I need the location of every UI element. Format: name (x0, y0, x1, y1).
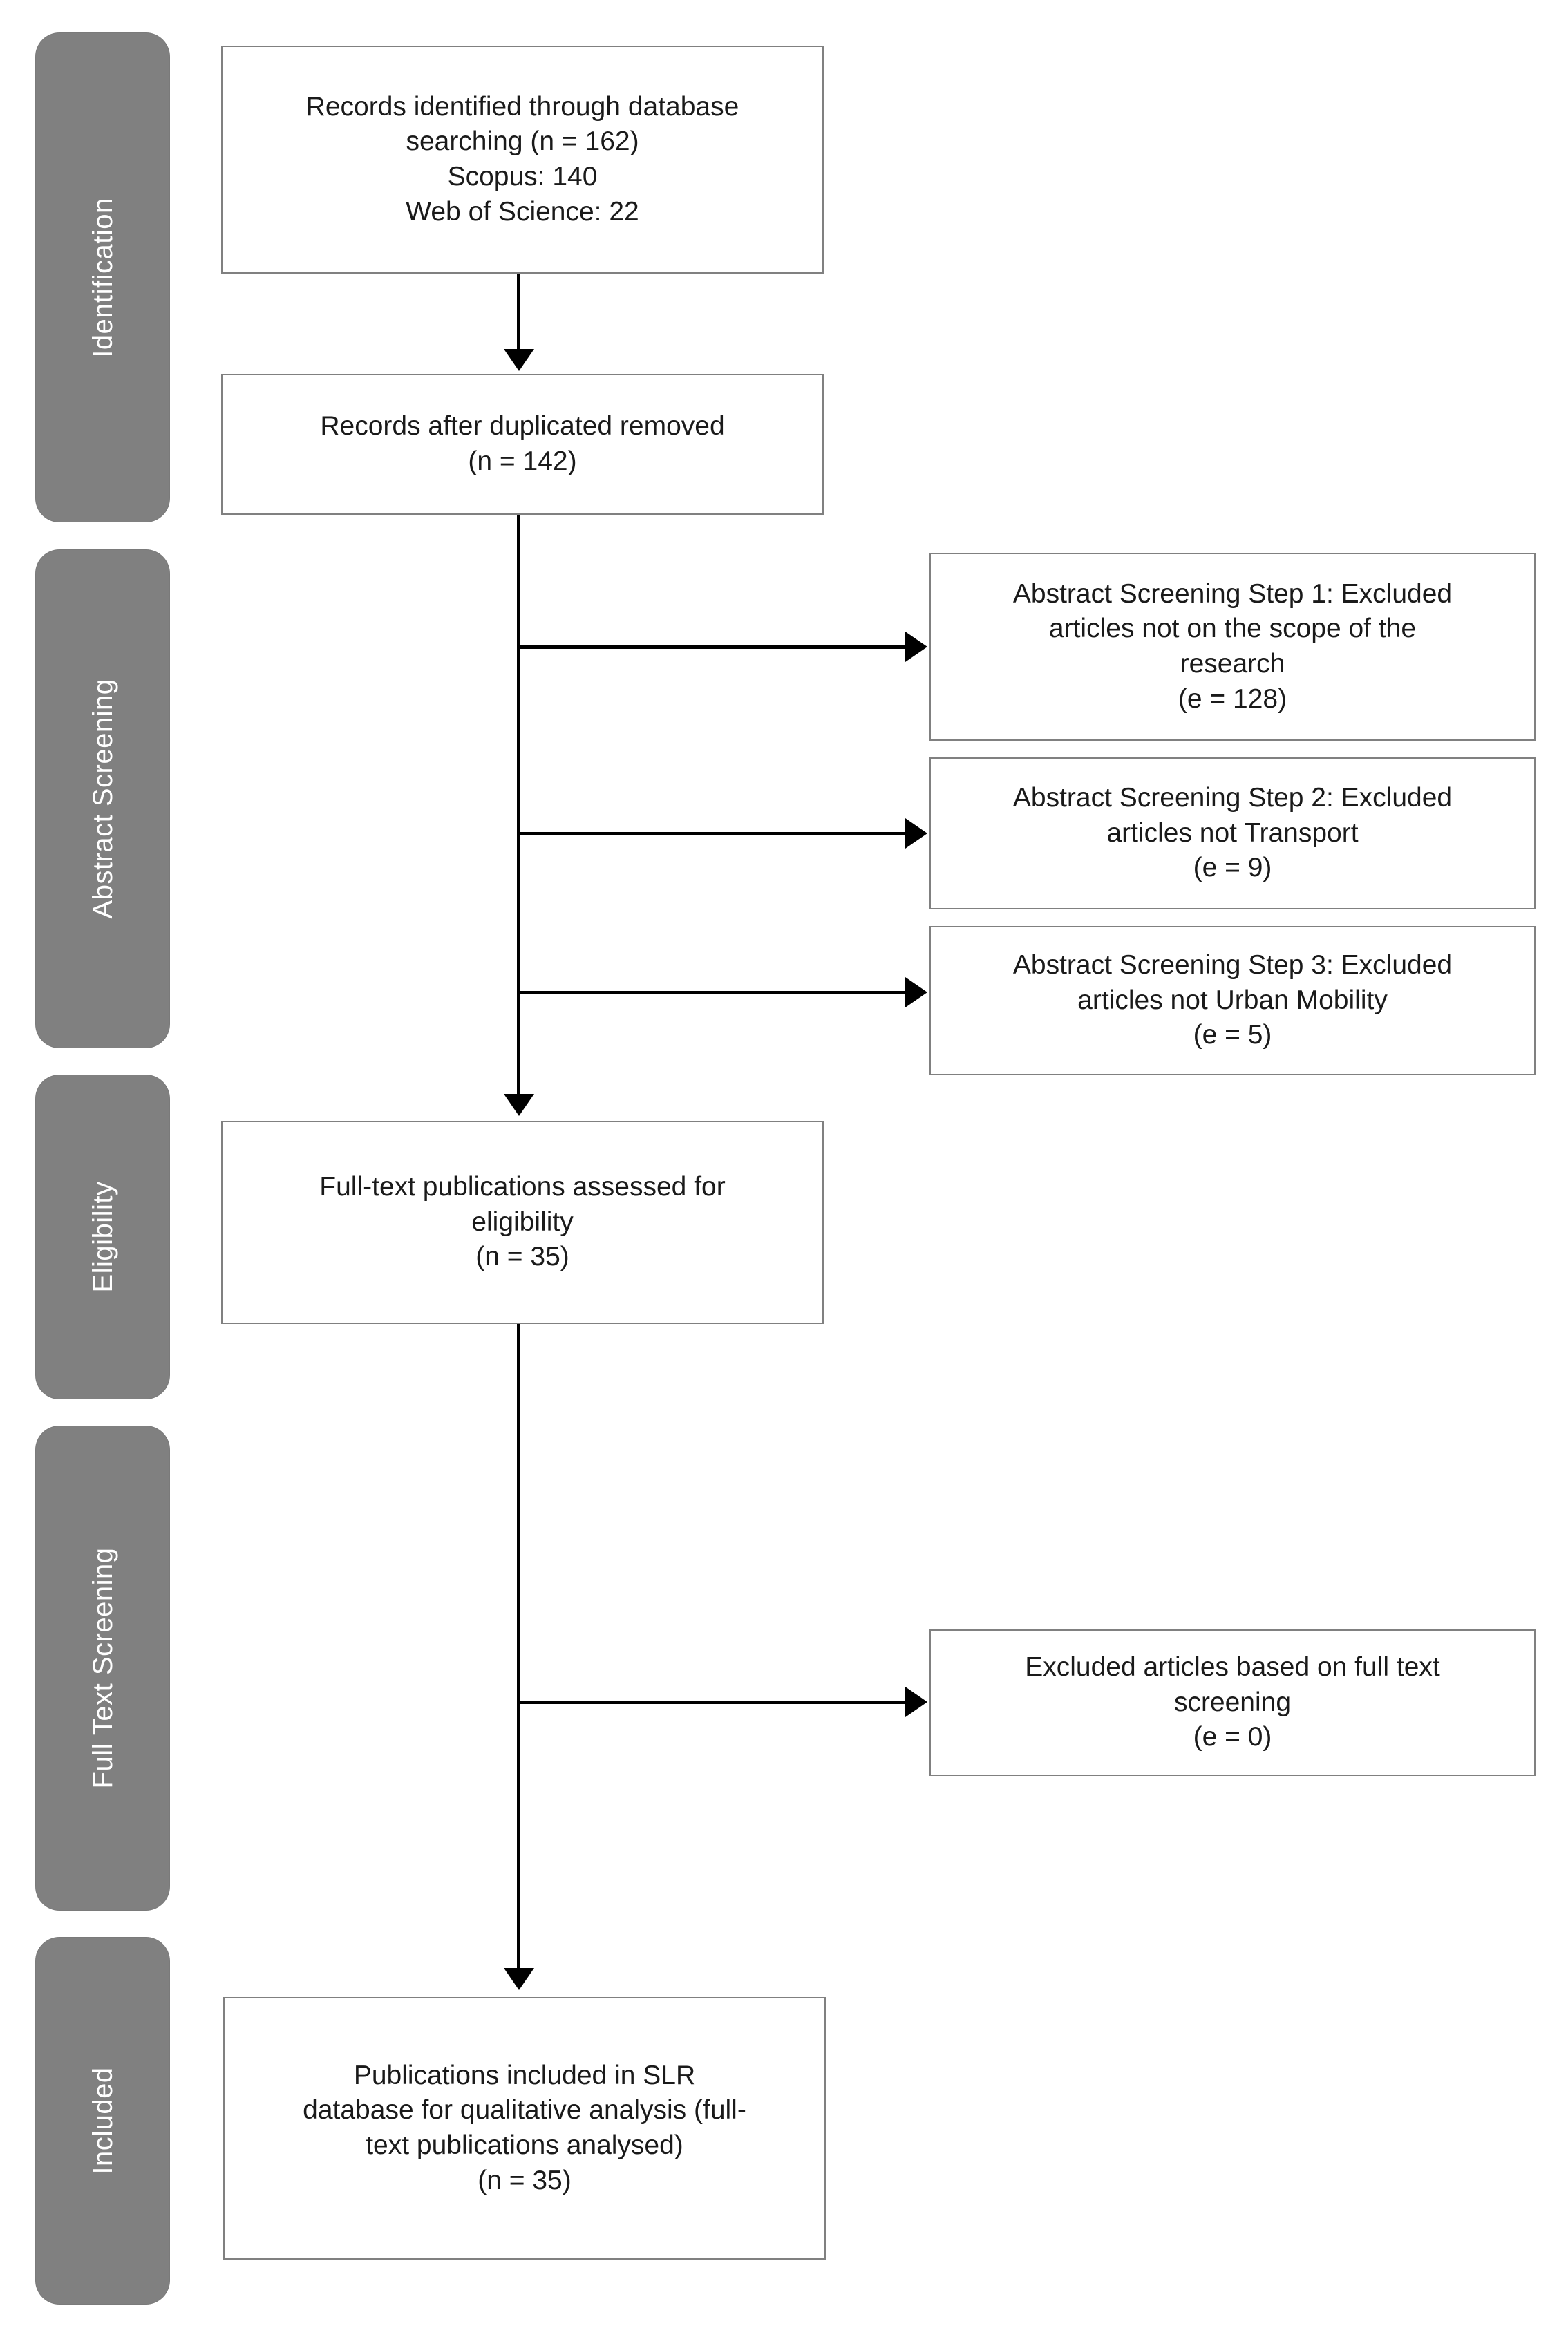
stage-label-identification: Identification (87, 197, 118, 358)
box-records-identified: Records identified through database sear… (221, 46, 824, 274)
connector-branch-step-2 (518, 832, 907, 835)
arrowhead-eligibility-to-included (504, 1968, 534, 1990)
box-records-after-duplicates-text: Records after duplicated removed (n = 14… (320, 411, 725, 476)
stage-pill-abstract-screening: Abstract Screening (36, 550, 169, 1048)
stage-label-abstract-screening: Abstract Screening (87, 679, 118, 919)
connector-branch-step-3 (518, 991, 907, 994)
box-abstract-screening-step-1: Abstract Screening Step 1: Excluded arti… (929, 553, 1536, 741)
box-abstract-screening-step-2: Abstract Screening Step 2: Excluded arti… (929, 757, 1536, 909)
connector-branch-full-text-excluded (518, 1701, 907, 1704)
arrowhead-dedup-to-eligibility (504, 1094, 534, 1116)
stage-pill-eligibility: Eligibility (36, 1075, 169, 1399)
box-full-text-excluded: Excluded articles based on full text scr… (929, 1629, 1536, 1776)
connector-branch-step-1 (518, 645, 907, 649)
connector-dedup-to-eligibility (517, 515, 520, 1095)
stage-pill-included: Included (36, 1938, 169, 2304)
stage-pill-full-text-screening: Full Text Screening (36, 1426, 169, 1910)
arrowhead-branch-full-text-excluded (905, 1687, 927, 1717)
connector-identified-to-dedup (517, 274, 520, 352)
box-records-after-duplicates: Records after duplicated removed (n = 14… (221, 374, 824, 515)
arrowhead-branch-step-2 (905, 818, 927, 849)
box-publications-included: Publications included in SLR database fo… (223, 1997, 826, 2260)
box-publications-included-text: Publications included in SLR database fo… (303, 2060, 746, 2195)
box-full-text-assessed-text: Full-text publications assessed for elig… (319, 1171, 726, 1272)
connector-eligibility-to-included (517, 1324, 520, 1971)
box-abstract-screening-step-1-text: Abstract Screening Step 1: Excluded arti… (1012, 578, 1453, 714)
box-full-text-assessed: Full-text publications assessed for elig… (221, 1121, 824, 1324)
box-abstract-screening-step-3-text: Abstract Screening Step 3: Excluded arti… (1012, 949, 1453, 1050)
box-abstract-screening-step-2-text: Abstract Screening Step 2: Excluded arti… (1012, 782, 1453, 883)
arrowhead-branch-step-1 (905, 632, 927, 662)
arrowhead-identified-to-dedup (504, 349, 534, 371)
stage-label-included: Included (87, 2067, 118, 2175)
box-records-identified-text: Records identified through database sear… (305, 91, 739, 227)
box-full-text-excluded-text: Excluded articles based on full text scr… (1025, 1652, 1440, 1752)
box-abstract-screening-step-3: Abstract Screening Step 3: Excluded arti… (929, 926, 1536, 1075)
stage-label-eligibility: Eligibility (87, 1181, 118, 1293)
stage-pill-identification: Identification (36, 33, 169, 522)
arrowhead-branch-step-3 (905, 977, 927, 1007)
stage-label-full-text-screening: Full Text Screening (87, 1547, 118, 1789)
